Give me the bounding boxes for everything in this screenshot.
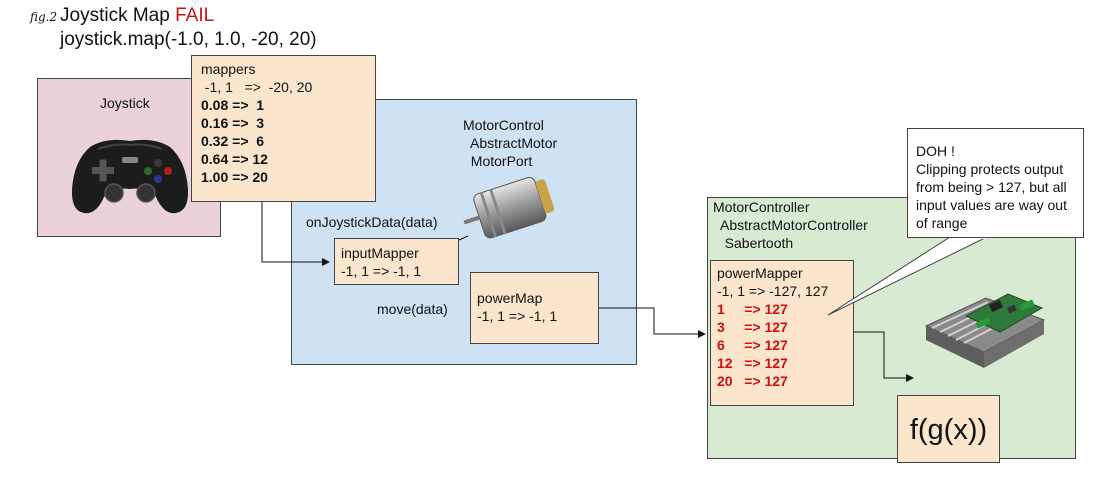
input-mapper-title: inputMapper — [341, 245, 419, 261]
callout-line: from being > 127, but all — [916, 179, 1067, 195]
power-map-box: powerMap -1, 1 => -1, 1 — [470, 272, 599, 344]
doh-callout: DOH ! Clipping protects output from bein… — [907, 128, 1084, 238]
dc-motor-icon — [463, 176, 555, 239]
diagram-title: Joystick Map FAIL — [60, 4, 214, 28]
joystick-label: Joystick — [100, 95, 150, 111]
input-mapper-box: inputMapper -1, 1 => -1, 1 — [334, 238, 459, 285]
power-map-range: -1, 1 => -1, 1 — [477, 308, 558, 324]
mappers-row: 0.32 => 6 — [201, 133, 265, 149]
on-joystick-data-label: onJoystickData(data) — [306, 214, 438, 230]
joystick-box: Joystick — [37, 78, 221, 237]
power-mapper-title: powerMapper — [717, 265, 803, 281]
sabertooth-class: Sabertooth — [713, 235, 794, 251]
abstract-motor-class: AbstractMotor — [463, 135, 558, 151]
composition-box: f(g(x)) — [897, 395, 1000, 463]
motor-controller-name: MotorController — [713, 199, 810, 215]
power-mapper-row: 12 => 127 — [717, 355, 788, 371]
connector-mappers-to-input — [261, 202, 330, 266]
mappers-title: mappers — [201, 61, 256, 77]
connector-powermap-to-powermapper — [599, 307, 706, 338]
gamepad-icon — [71, 139, 189, 214]
mappers-row: 0.08 => 1 — [201, 97, 265, 113]
move-label: move(data) — [377, 301, 448, 317]
connector-input-to-motor — [458, 235, 469, 241]
mappers-row: 1.00 => 20 — [201, 169, 268, 185]
power-mapper-row: 1 => 127 — [717, 301, 788, 317]
motor-control-class: MotorControl — [463, 117, 544, 133]
power-mapper-row: 20 => 127 — [717, 373, 788, 389]
power-mapper-box: powerMapper -1, 1 => -127, 127 1 => 127 … — [710, 260, 854, 406]
power-mapper-row: 3 => 127 — [717, 319, 788, 335]
power-mapper-row: 6 => 127 — [717, 337, 788, 353]
mappers-range: -1, 1 => -20, 20 — [201, 79, 313, 95]
motor-controller-board-icon — [924, 293, 1046, 368]
mappers-row: 0.16 => 3 — [201, 115, 265, 131]
mappers-row: 0.64 => 12 — [201, 151, 268, 167]
mappers-box: mappers -1, 1 => -20, 20 0.08 => 1 0.16 … — [191, 55, 376, 202]
motor-port-class: MotorPort — [463, 153, 533, 169]
title-prefix: Joystick Map — [60, 5, 176, 26]
callout-line: DOH ! — [916, 143, 955, 159]
abstract-motor-controller-class: AbstractMotorController — [713, 217, 868, 233]
power-map-title: powerMap — [477, 290, 543, 306]
title-fail: FAIL — [175, 5, 215, 26]
connector-powermapper-to-board — [854, 331, 914, 382]
figure-label: fig.2 — [30, 10, 58, 24]
power-mapper-range: -1, 1 => -127, 127 — [717, 283, 829, 299]
callout-line: input values are way out — [916, 197, 1067, 213]
input-mapper-range: -1, 1 => -1, 1 — [341, 263, 422, 279]
callout-line: of range — [916, 215, 968, 231]
diagram-subtitle: joystick.map(-1.0, 1.0, -20, 20) — [60, 29, 317, 50]
callout-line: Clipping protects output — [916, 161, 1064, 177]
